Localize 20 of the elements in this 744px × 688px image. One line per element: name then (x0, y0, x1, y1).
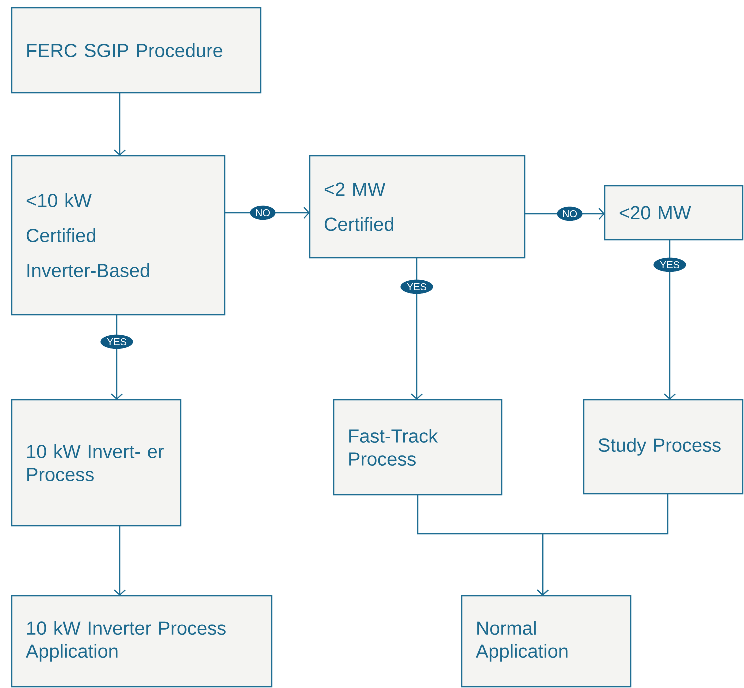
process-box: 10 kW Invert- er Process (11, 399, 182, 527)
edge-label: NO (250, 206, 276, 220)
edge-label: YES (100, 334, 134, 350)
process-box: Study Process (583, 399, 744, 495)
arrow (114, 526, 126, 596)
process-box: 10 kW Inverter Process Application (11, 595, 273, 688)
arrow (664, 240, 676, 400)
decision-box: <2 MW Certified (309, 155, 526, 259)
arrow (114, 93, 126, 156)
edge-label: NO (557, 206, 583, 222)
edge-label: YES (400, 280, 434, 294)
edge-label: YES (654, 258, 686, 272)
process-box: Fast-Track Process (333, 399, 503, 496)
arrow (537, 494, 669, 596)
process-box: FERC SGIP Procedure (11, 7, 262, 94)
arrow (111, 315, 123, 400)
decision-box: <10 kW Certified Inverter-Based (11, 155, 226, 316)
process-box: Normal Application (461, 595, 632, 688)
arrow (411, 258, 423, 400)
decision-box: <20 MW (604, 185, 744, 241)
